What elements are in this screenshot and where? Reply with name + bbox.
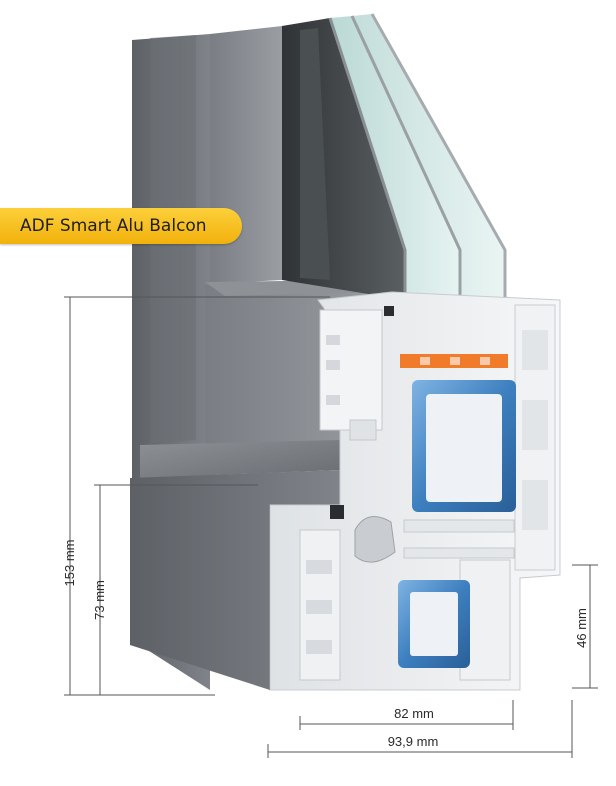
dim-sash-height: 73 mm <box>92 580 107 620</box>
dim-sash-width: 82 mm <box>394 706 434 721</box>
dim-frame-depth: 46 mm <box>574 608 589 648</box>
dim-total-height: 153 mm <box>62 540 77 587</box>
product-name: ADF Smart Alu Balcon <box>20 216 207 236</box>
dim-total-width: 93,9 mm <box>388 734 439 749</box>
pvc-profile <box>269 291 561 691</box>
dimension-lines <box>64 296 598 758</box>
product-name-badge: ADF Smart Alu Balcon <box>0 208 242 244</box>
